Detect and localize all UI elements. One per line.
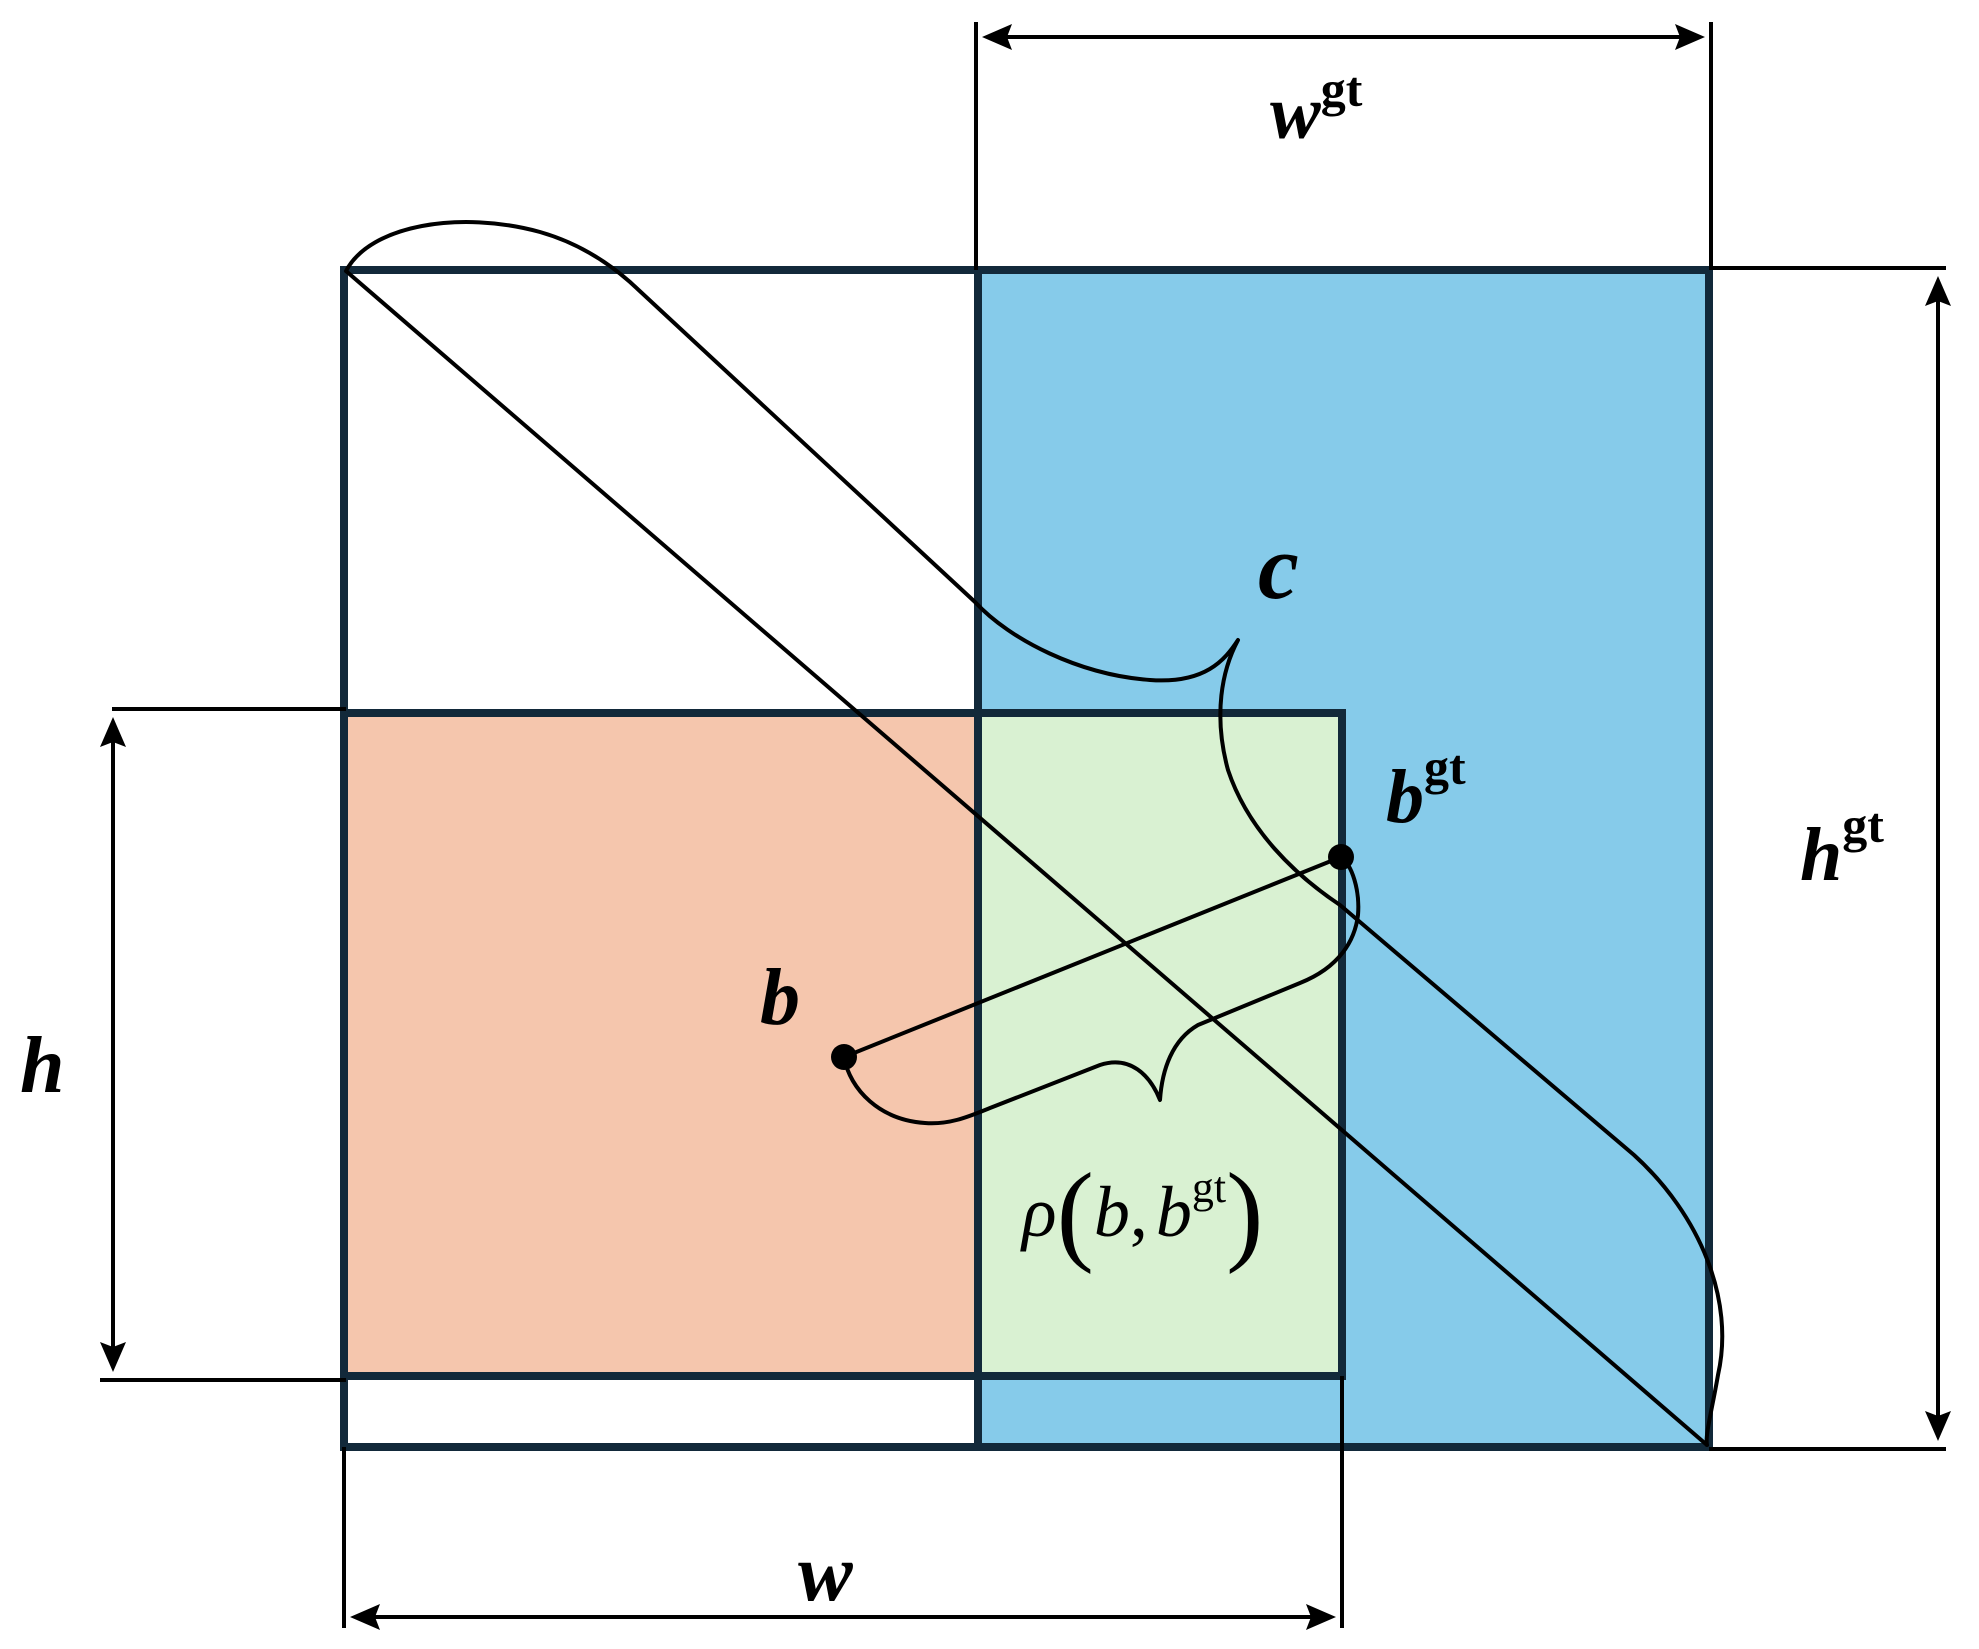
- label-w: w: [798, 1527, 853, 1618]
- dimension-lines: [100, 22, 1946, 1628]
- box-outlines: [340, 266, 1713, 1451]
- label-h-gt-base: h: [1800, 813, 1842, 897]
- ground-truth-center-point: [1328, 844, 1354, 870]
- label-h: h: [20, 1022, 65, 1110]
- label-w-gt-base: w: [1270, 71, 1321, 155]
- label-w-gt-sup: gt: [1321, 61, 1363, 117]
- label-b: b: [760, 954, 800, 1042]
- strip-white-left: [344, 1376, 978, 1447]
- label-rho: ρ(b,bgt): [1020, 1151, 1263, 1275]
- predicted-center-point: [831, 1044, 857, 1070]
- label-b-gt-base: b: [1386, 755, 1424, 839]
- w-gt-arrowhead-left: [982, 24, 1012, 50]
- rho-arg-sup: gt: [1192, 1163, 1226, 1212]
- diagonals: [344, 269, 1709, 1447]
- label-c: c: [1258, 516, 1299, 618]
- diagonal-brace-c: [344, 220, 1725, 1447]
- h-arrowhead-top: [100, 717, 126, 747]
- center-distance-line: [843, 855, 1342, 1059]
- predicted-box-outline: [340, 709, 1346, 1380]
- h-gt-arrowhead-bottom: [1925, 1411, 1951, 1441]
- w-arrowhead-left: [350, 1604, 380, 1630]
- rho-open-paren: (: [1057, 1151, 1094, 1275]
- predicted-box-fill: [344, 713, 978, 1376]
- arrowheads: [100, 24, 1951, 1630]
- w-arrowhead-right: [1306, 1604, 1336, 1630]
- rho-comma: ,: [1130, 1172, 1148, 1252]
- h-gt-arrowhead-top: [1925, 276, 1951, 306]
- label-h-gt-sup: gt: [1842, 797, 1884, 853]
- enclosing-diagonal-c: [344, 269, 1709, 1447]
- braces: [344, 220, 1725, 1447]
- label-b-gt: bgt: [1386, 739, 1466, 839]
- rho-symbol: ρ: [1020, 1172, 1057, 1252]
- label-w-gt: wgt: [1270, 61, 1363, 155]
- label-h-gt: hgt: [1800, 797, 1884, 897]
- distance-brace-rho: [842, 855, 1361, 1126]
- rho-arg-b-gt: b: [1156, 1172, 1192, 1252]
- rho-close-paren: ): [1226, 1151, 1263, 1275]
- rho-arg-b: b: [1094, 1172, 1130, 1252]
- label-b-gt-sup: gt: [1424, 739, 1466, 795]
- intersection-fill: [978, 713, 1342, 1376]
- w-gt-arrowhead-right: [1675, 24, 1705, 50]
- h-arrowhead-bottom: [100, 1342, 126, 1372]
